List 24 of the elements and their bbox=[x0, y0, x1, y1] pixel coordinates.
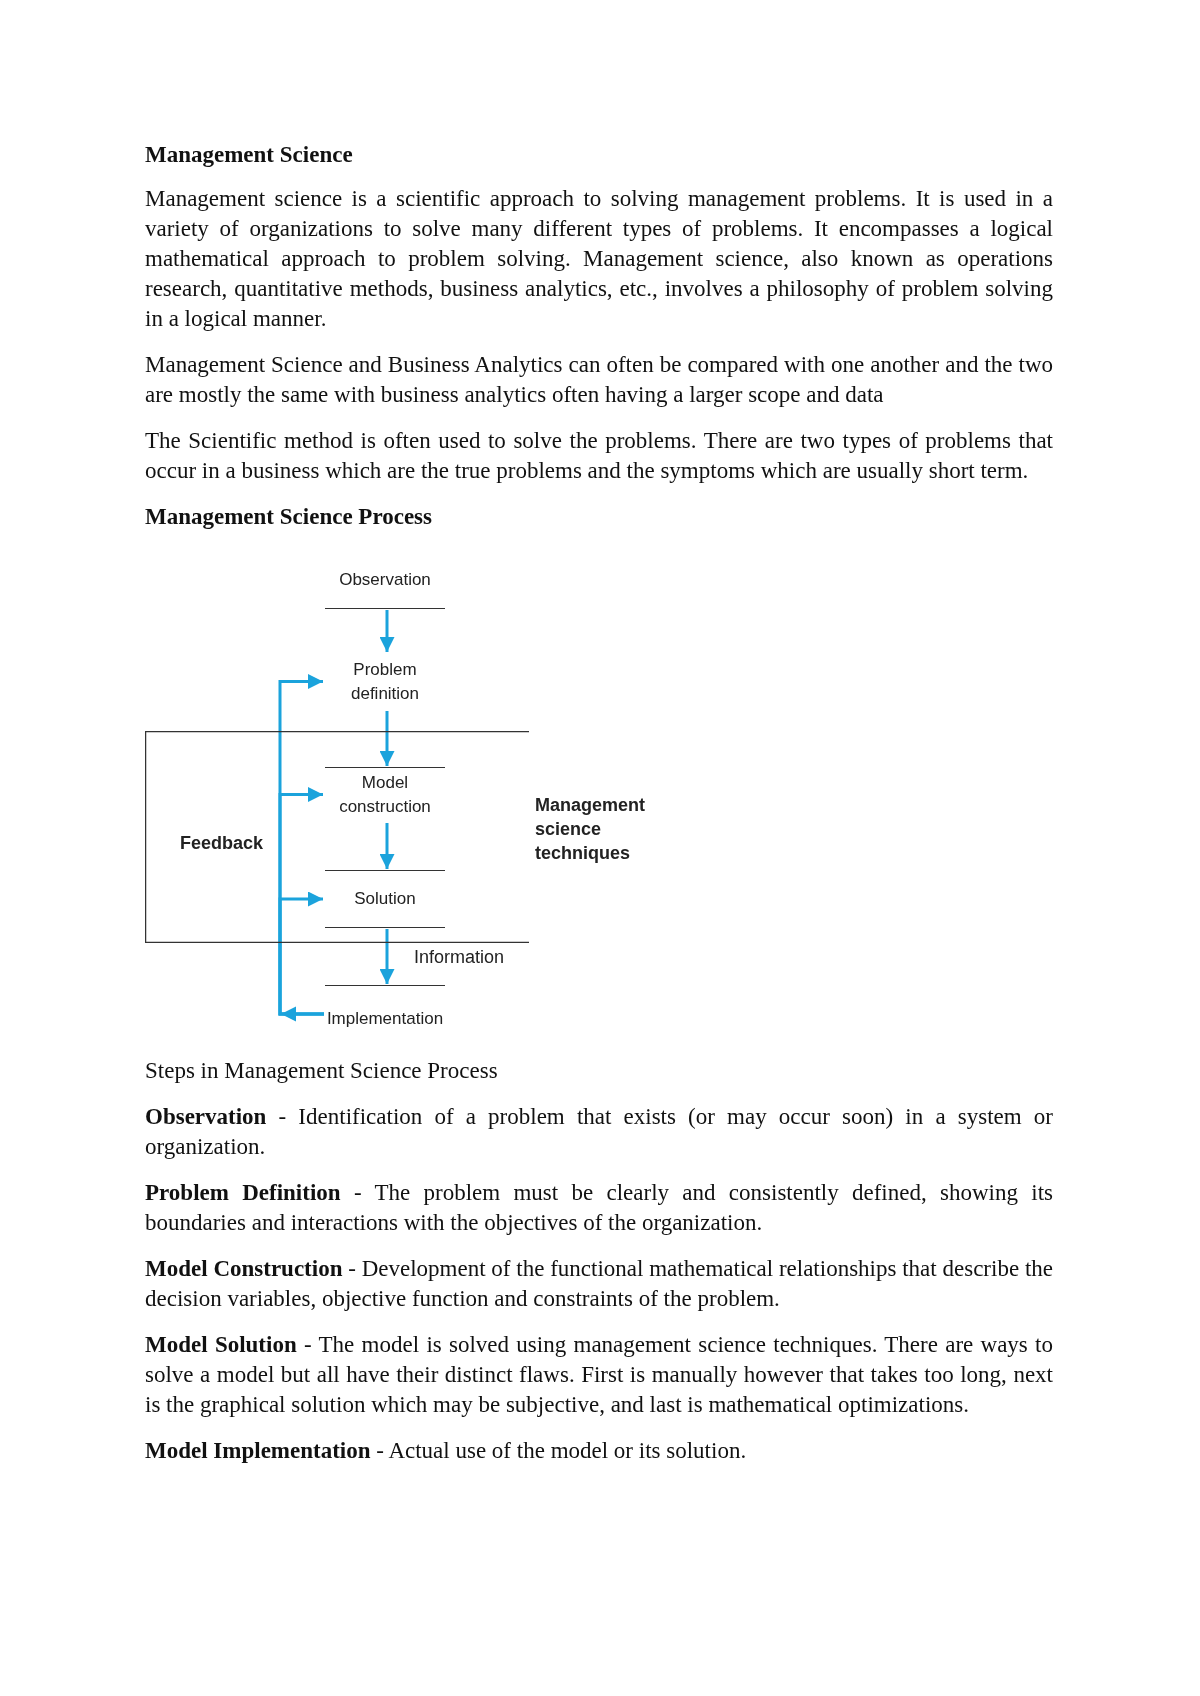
heading: Management Science bbox=[145, 141, 354, 169]
side-label: Feedback bbox=[180, 832, 264, 854]
paragraph: Model Construction - Development of the functional mathematical relationships that describe the decision variables, objective function and constraints of the problem. bbox=[145, 1255, 1053, 1313]
process-step bbox=[325, 870, 445, 928]
step-label: Management science techniques bbox=[535, 794, 647, 865]
arrow bbox=[379, 929, 395, 984]
paragraph: Observation - Identification of a problem that exists (or may occur soon) in a system or organization. bbox=[145, 1103, 1053, 1161]
step-label: Solution bbox=[354, 888, 416, 910]
step-label: Observation bbox=[339, 568, 431, 591]
paragraph: Model Solution - The model is solved using management science techniques. There are ways to solve a model but all have their distinct flaws. First is manually however that takes too long, next is the graphical solution which may be subjective, and last is mathematical optimizations. bbox=[145, 1331, 1053, 1419]
step-label: Problem definition bbox=[349, 658, 421, 705]
step-label: Model construction bbox=[338, 772, 432, 818]
paragraph: Management Science and Business Analytics can often be compared with one another and the two are mostly the same with business analytics often having a larger scope and data bbox=[145, 351, 1053, 409]
paragraph: Problem Definition - The problem must be clearly and consistently defined, showing its boundaries and interactions with the objectives of the organization. bbox=[145, 1179, 1053, 1237]
paragraph: Model Implementation - Actual use of the model or its solution. bbox=[145, 1437, 748, 1465]
arrow bbox=[379, 711, 395, 766]
arrow bbox=[278, 891, 324, 1016]
paragraph: The Scientific method is often used to solve the problems. There are two types of problems that occur in a business which are the true problems and the symptoms which are usually short term. bbox=[145, 427, 1053, 485]
arrow bbox=[379, 610, 395, 652]
step-label: Implementation bbox=[326, 1007, 444, 1030]
heading: Management Science Process bbox=[145, 503, 433, 531]
arrow bbox=[379, 823, 395, 869]
paragraph: Steps in Management Science Process bbox=[145, 1057, 499, 1085]
paragraph: Management science is a scientific approach to solving management problems. It is used in a variety of organizations to solve many different types of problems. It encompasses a logical mathematical approach to problem solving. Management science, also known as operations research, quantitative methods, business analytics, etc., involves a philosophy of problem solving in a logical manner. bbox=[145, 185, 1053, 333]
